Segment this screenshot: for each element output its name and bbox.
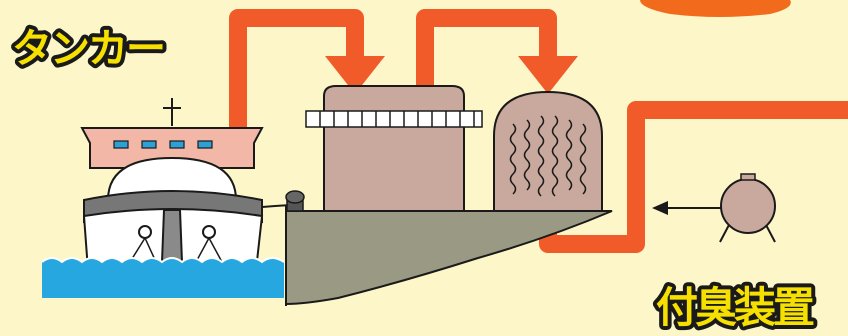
lng-tanker-icon [80, 98, 264, 271]
corner-blob [640, 0, 791, 17]
sea-wave-line [41, 257, 285, 264]
arrow-into-tank-icon [325, 56, 385, 94]
odorizer-body [720, 178, 776, 234]
tank-railing [305, 110, 483, 128]
tanker-label: タンカー [12, 26, 164, 72]
ship-windows [113, 140, 213, 149]
lng-tank-dome [106, 156, 238, 201]
odorizer-cap [740, 173, 756, 181]
tank-railing-posts [319, 111, 475, 127]
pier-ground [285, 210, 613, 306]
anchor-chains [129, 237, 223, 263]
odorizer-icon [652, 173, 776, 243]
ship-anchors [138, 225, 216, 239]
odorizer-label: 付臭装置 [656, 283, 814, 332]
receiving-tank-icon [305, 85, 483, 212]
vaporizer-body [493, 90, 603, 212]
ship-keel [160, 209, 184, 263]
odorizer-feed-arrow-icon [652, 201, 668, 215]
sea-water [42, 258, 284, 298]
arrow-into-vaporizer-icon [518, 56, 578, 94]
pipe-tank-to-vaporizer [416, 9, 557, 100]
vaporizer-waves [509, 115, 587, 197]
tank-body [323, 85, 465, 212]
pipe-tanker-to-tank [229, 9, 364, 128]
vaporizer-icon [493, 90, 603, 212]
bollard-top [285, 190, 305, 204]
pipe-arrowheads [325, 56, 578, 94]
